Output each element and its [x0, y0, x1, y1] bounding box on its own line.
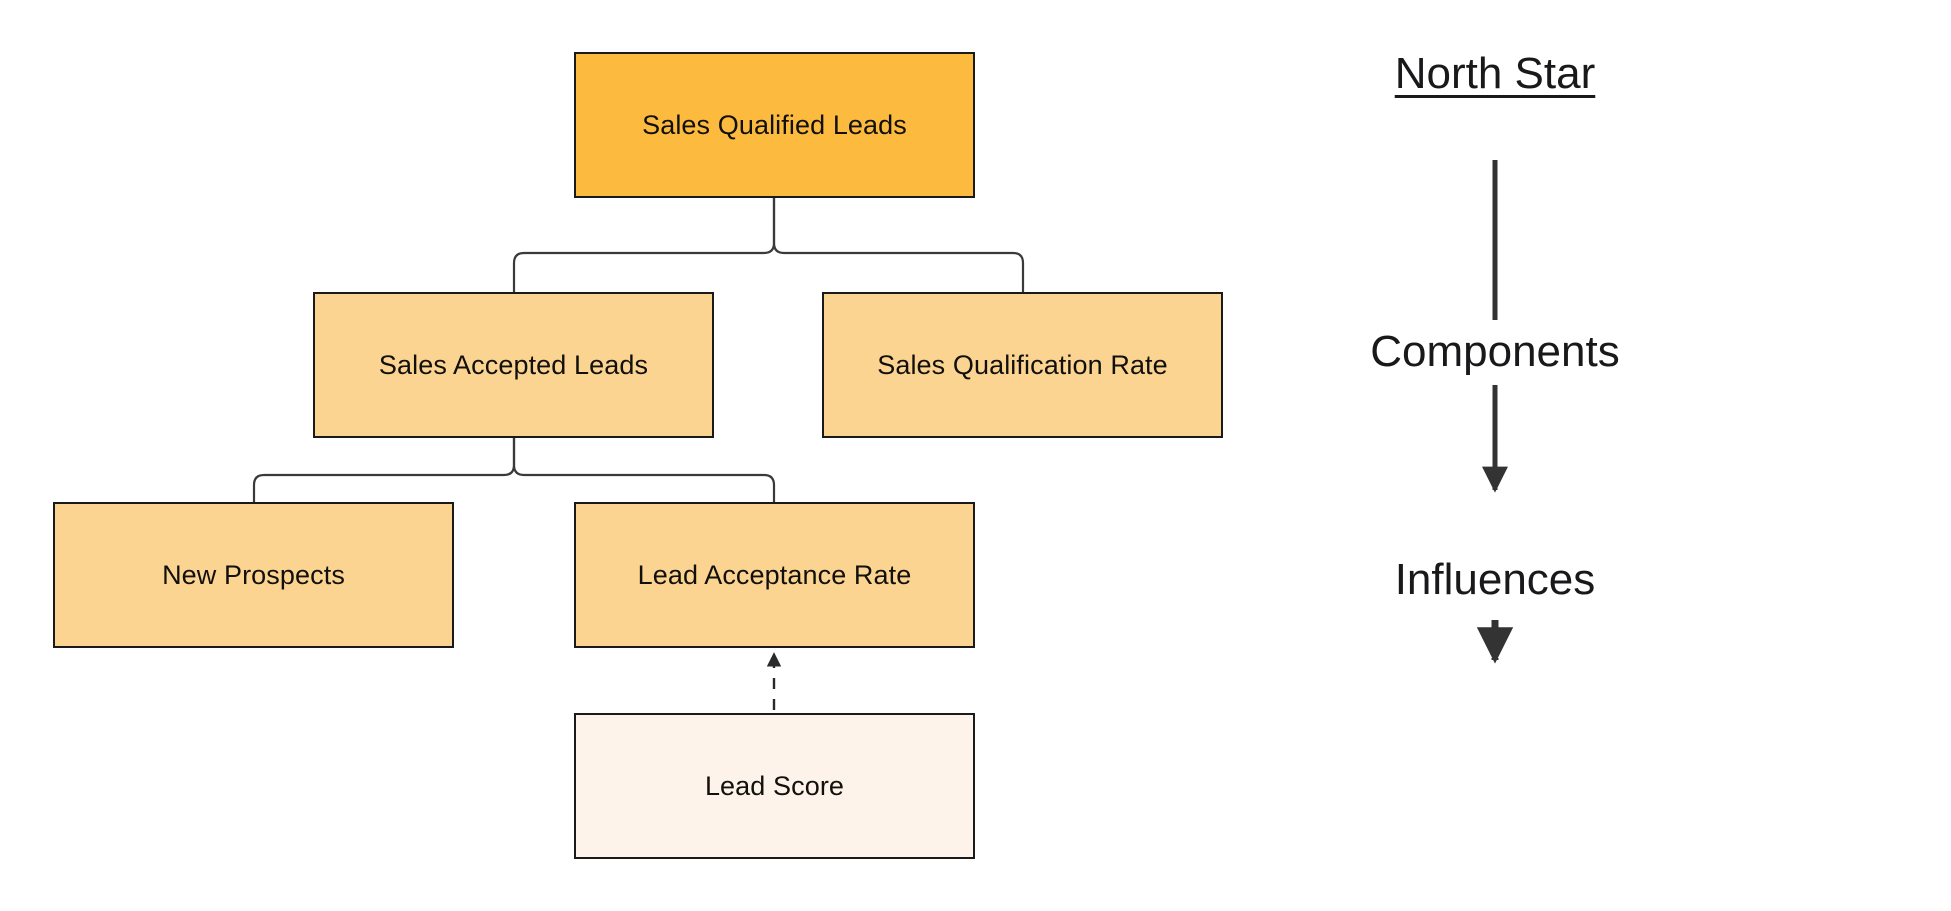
- node-lead-acceptance-rate[interactable]: Lead Acceptance Rate: [574, 502, 975, 648]
- edge-sql-to-sqr: [772, 196, 1025, 294]
- node-new-prospects[interactable]: New Prospects: [53, 502, 454, 648]
- edge-sql-to-sal: [512, 196, 776, 294]
- edge-sal-to-lar: [512, 436, 776, 504]
- node-sales-accepted-leads[interactable]: Sales Accepted Leads: [313, 292, 714, 438]
- legend: North Star Components Influences: [1330, 30, 1660, 860]
- node-label: Sales Qualified Leads: [642, 109, 907, 140]
- node-label: Sales Qualification Rate: [877, 349, 1168, 380]
- node-sales-qualification-rate[interactable]: Sales Qualification Rate: [822, 292, 1223, 438]
- node-label: Sales Accepted Leads: [378, 349, 649, 380]
- legend-influences-label: Influences: [1394, 555, 1596, 604]
- legend-arrow-layer: [1476, 160, 1514, 664]
- legend-components-label: Components: [1370, 327, 1620, 376]
- node-lead-score[interactable]: Lead Score: [574, 713, 975, 859]
- edge-sal-to-np: [252, 436, 516, 504]
- node-label: New Prospects: [162, 559, 345, 590]
- legend-north-star-label: North Star: [1394, 49, 1596, 98]
- node-sales-qualified-leads[interactable]: Sales Qualified Leads: [574, 52, 975, 198]
- node-label: Lead Score: [704, 770, 845, 801]
- node-label: Lead Acceptance Rate: [637, 559, 912, 590]
